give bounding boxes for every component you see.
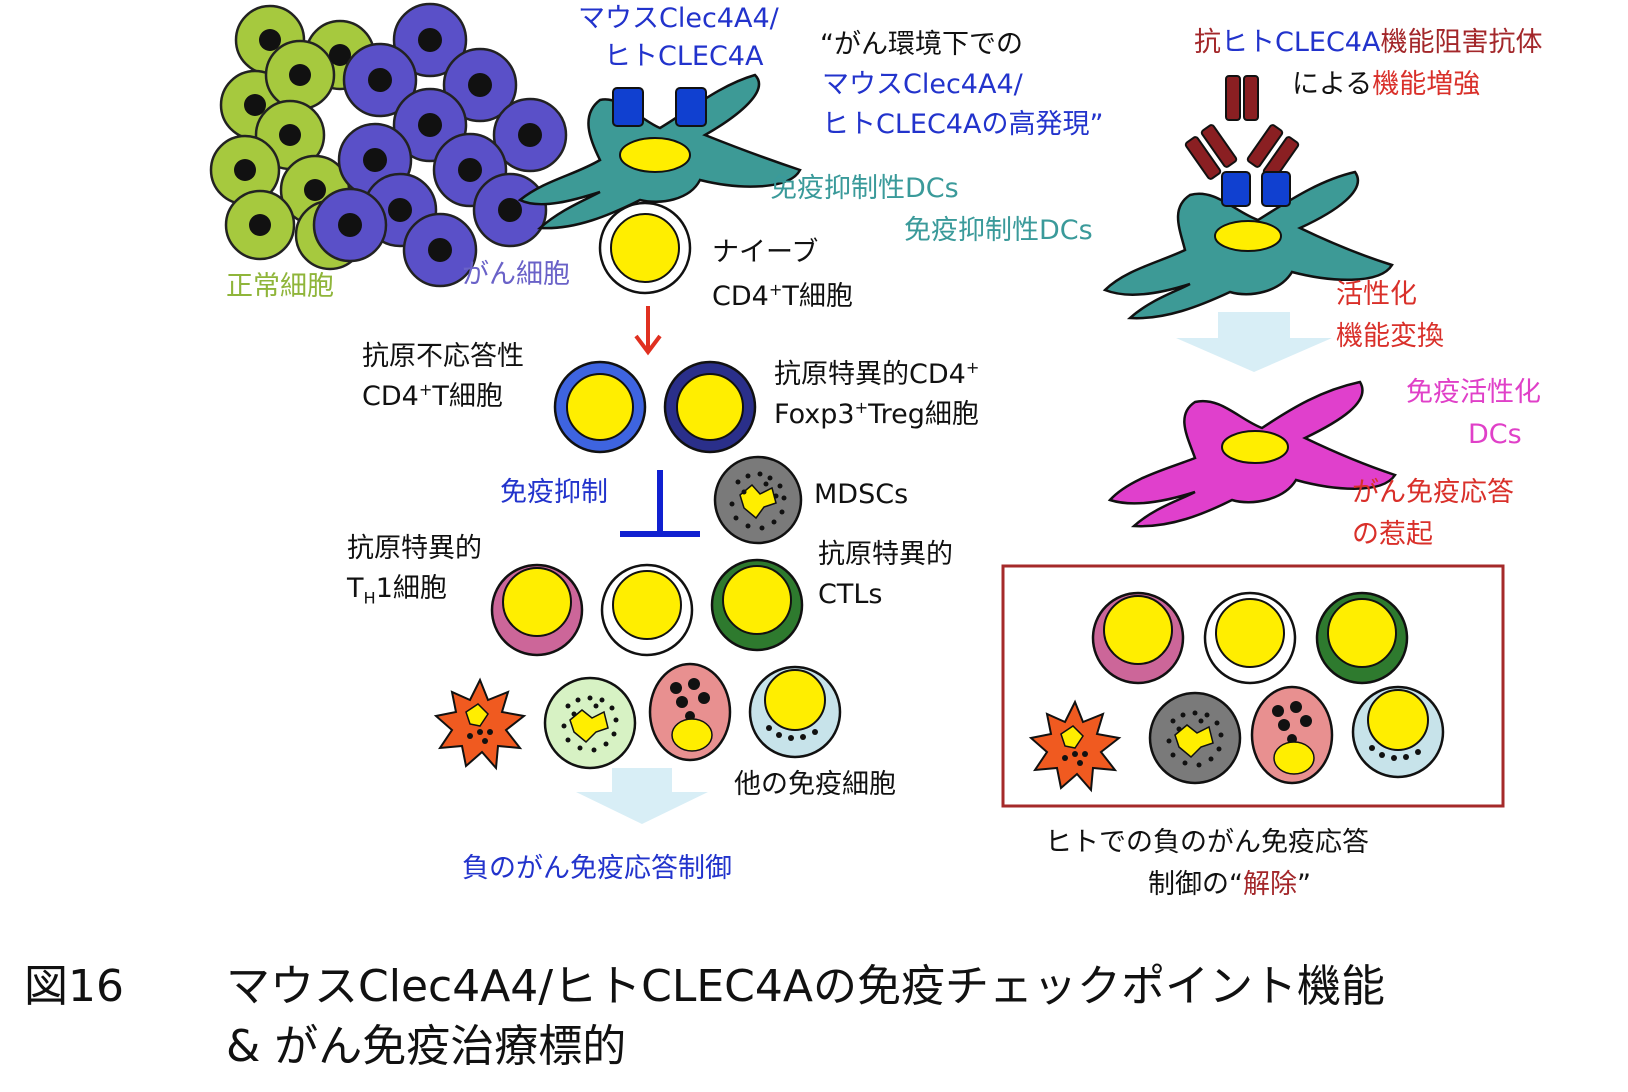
immunosuppression-label: 免疫抑制: [500, 477, 608, 508]
activation-label-line-2: 機能変換: [1336, 321, 1444, 352]
receptor-icon-1: [612, 87, 644, 127]
inhibition-bar: [620, 470, 700, 537]
receptor-icon-3: [1221, 171, 1251, 207]
left-th1-cell: [490, 563, 584, 657]
mouse-receptor-label-2: ヒトCLEC4A: [604, 41, 764, 72]
left-plasma-cell: [748, 665, 842, 759]
right-mast-cell: [1250, 685, 1334, 785]
anergic-label-line-1: 抗原不応答性: [362, 341, 524, 372]
release-label-line-1: ヒトでの負のがん免疫応答: [1045, 827, 1369, 858]
figure-title-line-1: マウスClec4A4/ヒトCLEC4Aの免疫チェックポイント機能: [226, 961, 1385, 1012]
induction-label-line-1: がん免疫応答: [1352, 477, 1514, 508]
treg-label-line-1: 抗原特異的CD4+: [774, 358, 980, 390]
antibody-label-line-2: による機能増強: [1292, 69, 1481, 100]
left-granulocyte-cell: [543, 676, 637, 770]
release-box: [1001, 564, 1505, 808]
normal-cells-label: 正常細胞: [226, 271, 334, 302]
anergic-label-line-2: CD4+T細胞: [362, 380, 503, 412]
induction-label-line-2: の惹起: [1352, 519, 1433, 550]
activated-dcs-label-line-1: 免疫活性化: [1406, 377, 1541, 408]
cancer-cells-cluster: [312, 2, 568, 288]
anergic-t-cell: [553, 360, 647, 454]
other-immune-cells-label: 他の免疫細胞: [734, 769, 896, 800]
activated-dc-cell: [1107, 380, 1397, 528]
activation-label-line-1: 活性化: [1336, 279, 1417, 310]
right-th1-cell: [1091, 591, 1185, 685]
ctl-label-line-1: 抗原特異的: [818, 539, 953, 570]
suppressive-dc-cell: [517, 73, 802, 230]
high-expression-line-1: “がん環境下での: [820, 29, 1023, 60]
right-ctl-cell: [1315, 591, 1409, 685]
figure-number: 図16: [24, 961, 124, 1012]
high-expression-line-3: ヒトCLEC4Aの高発現”: [822, 109, 1104, 140]
antibody-icon: [1184, 75, 1300, 180]
naive-label-line-2: CD4+T細胞: [712, 280, 853, 312]
cancer-cells-label: がん細胞: [462, 259, 570, 290]
mdscs-label: MDSCs: [814, 479, 909, 510]
release-label-line-2: 制御の“解除”: [1148, 869, 1311, 900]
right-mdsc-cell: [1148, 691, 1242, 785]
left-result-arrow: [576, 768, 708, 824]
suppressive-dcs-label-2: 免疫抑制性DCs: [904, 215, 1093, 246]
left-nk-spiky-cell: [433, 677, 527, 771]
receptor-icon-4: [1261, 171, 1291, 207]
th1-label-line-1: 抗原特異的: [347, 533, 482, 564]
left-naive-effector-cell: [600, 563, 694, 657]
mdsc-cell: [713, 455, 803, 545]
treg-label-line-2: Foxp3+Treg細胞: [774, 398, 979, 430]
left-mast-cell: [648, 662, 732, 762]
treg-cell: [663, 360, 757, 454]
right-activation-arrow: [1176, 312, 1332, 372]
right-nk-spiky-cell: [1028, 699, 1122, 793]
mouse-receptor-label-1: マウスClec4A4/: [578, 3, 779, 34]
figure-title-line-2: & がん免疫治療標的: [226, 1021, 627, 1072]
antibody-bound-dc-cell: [1102, 170, 1394, 320]
negative-control-label: 負のがん免疫応答制御: [462, 853, 732, 884]
differentiation-arrow: [634, 306, 662, 356]
naive-t-cell: [598, 201, 692, 295]
ctl-label-line-2: CTLs: [818, 579, 883, 610]
right-plasma-cell: [1351, 685, 1445, 779]
right-naive-effector-cell: [1203, 591, 1297, 685]
suppressive-dcs-label-1: 免疫抑制性DCs: [770, 173, 959, 204]
left-ctl-cell: [710, 558, 804, 652]
antibody-label-line-1: 抗ヒトCLEC4A機能阻害抗体: [1194, 27, 1543, 58]
normal-cells-cluster: [209, 4, 376, 271]
receptor-icon-2: [675, 87, 707, 127]
activated-dcs-label-line-2: DCs: [1468, 419, 1522, 450]
naive-label-line-1: ナイーブ: [712, 237, 819, 268]
th1-label-line-2: TH1細胞: [347, 573, 447, 608]
high-expression-line-2: マウスClec4A4/: [822, 69, 1023, 100]
